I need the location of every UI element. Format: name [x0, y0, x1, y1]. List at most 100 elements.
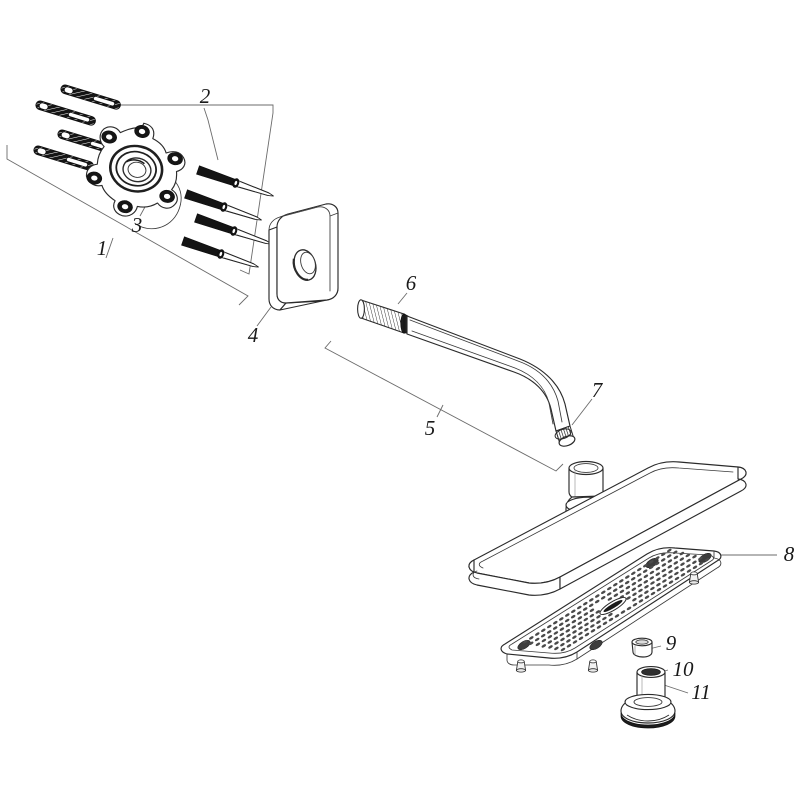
- leader-line-1: [105, 237, 114, 259]
- spray-nozzle: [632, 598, 637, 602]
- head-edge-band-right: [559, 466, 747, 590]
- spray-nozzle: [547, 640, 553, 644]
- spray-nozzle: [602, 616, 607, 621]
- spray-nozzle: [552, 626, 558, 630]
- shower-head-body: [468, 461, 747, 596]
- spray-nozzle: [656, 583, 661, 587]
- arm-tube-highlight: [409, 319, 563, 423]
- spray-nozzle: [679, 557, 685, 561]
- spray-nozzle: [565, 613, 570, 617]
- spray-nozzle: [554, 646, 559, 651]
- spray-nozzle: [631, 582, 637, 586]
- filter-mesh: [635, 639, 649, 645]
- spray-nozzle: [662, 584, 668, 588]
- spray-nozzle: [655, 556, 660, 560]
- spray-nozzle: [618, 584, 624, 589]
- spray-nozzle: [673, 561, 679, 565]
- spray-nozzle: [698, 556, 703, 561]
- spray-nozzle: [625, 575, 630, 579]
- spray-nozzle: [638, 594, 643, 598]
- spray-nozzle: [584, 628, 589, 632]
- callout-label-1: 1: [97, 236, 108, 260]
- spray-nozzle: [625, 591, 631, 595]
- spray-nozzle: [608, 613, 613, 617]
- spray-nozzle: [674, 566, 679, 570]
- spray-nozzle: [566, 639, 571, 643]
- ball-seal-dark-band: [620, 712, 676, 729]
- spray-nozzle: [548, 645, 553, 649]
- spray-nozzle: [643, 580, 649, 584]
- spray-nozzle: [644, 590, 649, 594]
- callout-label-4: 4: [248, 323, 259, 347]
- arm-outlet-seal: [554, 425, 576, 447]
- spray-nozzle: [578, 631, 583, 636]
- face-plate-logo: [599, 596, 627, 616]
- spray-nozzle: [638, 588, 643, 593]
- escutcheon-top-edge: [268, 206, 331, 292]
- leader-line-2: [203, 107, 219, 161]
- callout-label-11: 11: [691, 680, 710, 704]
- spray-nozzle: [650, 586, 655, 591]
- spray-nozzle: [672, 550, 678, 554]
- spray-nozzle: [612, 588, 618, 592]
- escutcheon-center-hole: [292, 249, 317, 281]
- spray-nozzle: [654, 561, 660, 566]
- spray-nozzle: [566, 633, 571, 638]
- spray-nozzle: [590, 629, 596, 633]
- spray-nozzle: [595, 594, 600, 598]
- spray-nozzle: [619, 589, 625, 594]
- spray-nozzle: [637, 583, 643, 588]
- spray-nozzle: [558, 622, 564, 626]
- spray-nozzle: [662, 579, 667, 583]
- spray-nozzle: [596, 615, 601, 619]
- spray-nozzle: [680, 562, 685, 566]
- face-plate-edge-right: [576, 550, 722, 660]
- spray-nozzle: [692, 565, 698, 569]
- spray-nozzle: [656, 588, 662, 592]
- spray-nozzle: [572, 630, 577, 634]
- wall-mounting-flange: [85, 122, 186, 230]
- spray-nozzle: [632, 592, 637, 596]
- spray-nozzle: [570, 615, 576, 619]
- spray-nozzle: [661, 568, 667, 573]
- spray-nozzle: [686, 558, 691, 563]
- connector-nut-bore: [573, 463, 599, 473]
- spray-nozzle: [576, 611, 582, 615]
- spray-nozzle: [589, 598, 594, 602]
- spray-nozzle: [668, 575, 673, 579]
- spray-face-plate: [500, 547, 722, 673]
- filter-screen: [631, 637, 653, 658]
- spray-nozzle: [559, 632, 565, 637]
- spray-nozzle: [649, 560, 654, 564]
- leader-lines-group: [6, 104, 777, 694]
- spray-nozzle: [596, 620, 601, 624]
- spray-nozzle: [578, 636, 584, 640]
- spray-nozzle: [668, 580, 674, 584]
- spray-nozzle: [583, 612, 589, 616]
- callout-label-10: 10: [673, 657, 695, 681]
- spray-nozzle: [601, 590, 606, 594]
- spray-nozzle: [607, 586, 612, 591]
- spray-nozzle: [584, 632, 590, 637]
- shower-arm-assembly: [357, 299, 576, 447]
- spray-nozzle: [649, 570, 655, 575]
- spray-nozzle: [686, 569, 692, 573]
- callout-label-9: 9: [666, 631, 677, 655]
- spray-nozzle: [619, 579, 624, 583]
- spray-nozzle: [595, 610, 601, 614]
- head-rim-line-1: [478, 467, 734, 569]
- spray-nozzle: [547, 635, 553, 639]
- spray-nozzle: [600, 596, 606, 600]
- spray-nozzle: [674, 571, 679, 576]
- spray-nozzle: [566, 644, 572, 648]
- spray-nozzle: [698, 561, 704, 566]
- spray-nozzle: [625, 585, 631, 590]
- spray-nozzle: [534, 637, 540, 642]
- spray-nozzle: [564, 618, 570, 623]
- spray-nozzle: [638, 599, 644, 603]
- spray-nozzle: [583, 602, 588, 606]
- spray-nozzle: [613, 583, 618, 587]
- spray-nozzle: [577, 621, 583, 625]
- spray-nozzle: [584, 622, 589, 627]
- spray-nozzle: [523, 640, 528, 644]
